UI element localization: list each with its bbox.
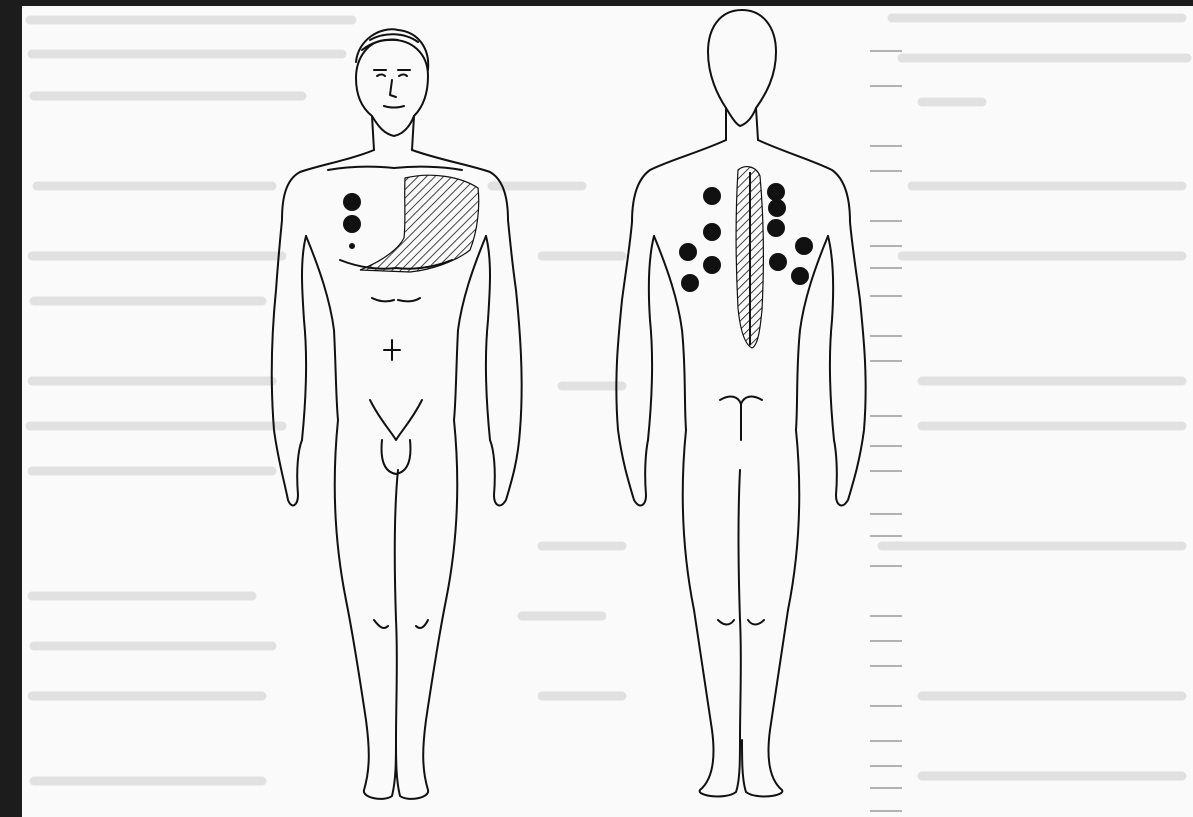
front-right-arm-inner — [486, 236, 490, 440]
back-dot — [767, 219, 785, 237]
front-dot — [343, 215, 361, 233]
front-left-arm-inner — [302, 236, 306, 440]
front-groin — [370, 400, 422, 474]
front-legs — [335, 420, 458, 799]
back-dot — [703, 187, 721, 205]
front-dot — [349, 243, 355, 249]
back-legs — [683, 430, 800, 796]
back-dot — [791, 267, 809, 285]
back-dot — [767, 183, 785, 201]
front-neck — [372, 116, 414, 150]
front-clavicles — [328, 167, 462, 170]
front-pain-dots — [343, 193, 361, 249]
front-dot — [343, 193, 361, 211]
back-figure — [616, 10, 865, 796]
front-head-outline — [356, 40, 428, 136]
front-hatched-region — [355, 170, 485, 275]
back-dot — [769, 253, 787, 271]
back-dot — [768, 199, 786, 217]
front-chest-lines — [340, 260, 452, 360]
front-figure — [272, 29, 522, 799]
back-dot — [703, 223, 721, 241]
back-buttocks — [720, 397, 762, 440]
body-diagram — [22, 6, 1193, 817]
paper-sheet — [22, 6, 1193, 817]
front-face — [374, 70, 410, 108]
front-right-side — [454, 236, 486, 420]
front-left-side — [306, 236, 338, 420]
back-dot — [681, 274, 699, 292]
front-knees — [374, 620, 428, 628]
back-head-outline — [708, 10, 776, 126]
back-dot — [703, 256, 721, 274]
back-hatched-region — [736, 167, 763, 348]
left-frame-edge — [0, 0, 22, 817]
back-dot — [679, 243, 697, 261]
back-dot — [795, 237, 813, 255]
